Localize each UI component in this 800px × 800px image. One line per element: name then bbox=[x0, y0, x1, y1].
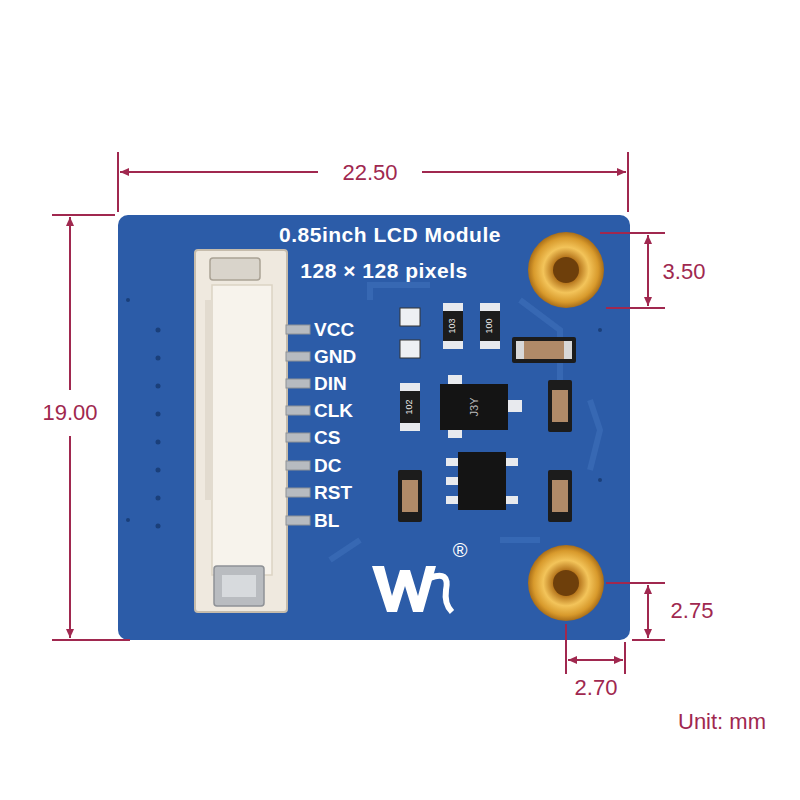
brand-logo-swirl bbox=[430, 576, 452, 612]
pin-name: CS bbox=[314, 428, 340, 449]
component-marking: J3Y bbox=[468, 398, 480, 417]
pin-name: CLK bbox=[314, 401, 353, 422]
dimension-value: 22.50 bbox=[338, 161, 401, 185]
pin-name: BL bbox=[314, 511, 339, 532]
resolution-text: 128 × 128 pixels bbox=[300, 259, 467, 282]
dimension-value: 3.50 bbox=[663, 260, 706, 284]
dimension-value: 19.00 bbox=[38, 401, 101, 425]
pcb-board bbox=[118, 215, 630, 640]
label-text: ® bbox=[453, 539, 468, 561]
dimension-value: 2.70 bbox=[575, 676, 618, 700]
connector-pins bbox=[286, 325, 310, 525]
component-marking: 100 bbox=[485, 318, 495, 333]
smd-components bbox=[398, 303, 576, 522]
component-marking: 103 bbox=[448, 318, 458, 333]
pin-name: DIN bbox=[314, 374, 347, 395]
dimension-value: 2.75 bbox=[671, 599, 714, 623]
pin-name: GND bbox=[314, 347, 356, 368]
dimension-value: Unit: mm bbox=[678, 710, 766, 734]
dimension-lines bbox=[52, 152, 665, 674]
pin-name: VCC bbox=[314, 320, 354, 341]
pcb-traces bbox=[330, 285, 600, 560]
pin-name: DC bbox=[314, 456, 341, 477]
pin-name: RST bbox=[314, 483, 352, 504]
fpc-connector bbox=[195, 250, 287, 612]
component-marking: 102 bbox=[405, 399, 415, 414]
brass-standoff bbox=[528, 232, 604, 621]
board-area: 0.85inch LCD Module 128 × 128 pixels bbox=[118, 215, 630, 640]
brand-logo bbox=[372, 566, 436, 612]
module-title: 0.85inch LCD Module bbox=[279, 223, 501, 246]
